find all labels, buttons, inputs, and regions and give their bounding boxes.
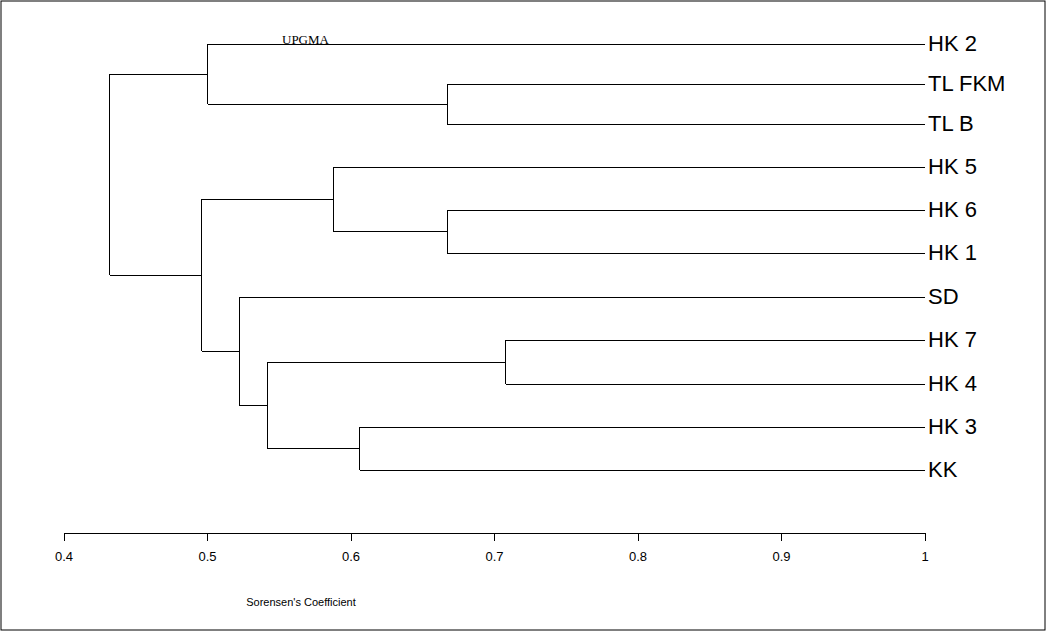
leaf-label: HK 4 (928, 373, 977, 395)
dendrogram-branch (334, 231, 447, 232)
dendrogram-branch (447, 84, 925, 85)
dendrogram-branch (202, 351, 239, 352)
tick-label: 0.9 (772, 550, 790, 563)
axis-tick (494, 533, 495, 541)
dendrogram-branch (110, 74, 208, 75)
dendrogram-branch (360, 470, 925, 471)
axis-title: Sorensen's Coefficient (246, 597, 356, 608)
leaf-label: SD (928, 286, 959, 308)
tick-label: 0.5 (198, 550, 216, 563)
leaf-label: TL FKM (928, 73, 1005, 95)
chart-title: UPGMA (282, 33, 329, 46)
dendrogram-branch (506, 340, 925, 341)
dendrogram-branch (334, 167, 925, 168)
axis-tick (64, 533, 65, 541)
axis-tick (781, 533, 782, 541)
tick-label: 0.8 (629, 550, 647, 563)
tick-label: 0.7 (485, 550, 503, 563)
dendrogram-branch (268, 448, 360, 449)
tick-label: 1 (921, 550, 928, 563)
dendrogram-branch (239, 405, 268, 406)
tick-label: 0.4 (55, 550, 73, 563)
axis-tick (638, 533, 639, 541)
dendrogram-branch (360, 427, 925, 428)
leaf-label: HK 3 (928, 416, 977, 438)
dendrogram-branch (110, 275, 202, 276)
leaf-label: TL B (928, 113, 974, 135)
dendrogram-branch (202, 199, 334, 200)
dendrogram-branch (447, 210, 925, 211)
leaf-label: HK 5 (928, 156, 977, 178)
leaf-label: HK 1 (928, 242, 977, 264)
dendrogram-branch (447, 124, 925, 125)
dendrogram-branch (208, 104, 448, 105)
dendrogram-branch (506, 384, 925, 385)
leaf-label: HK 2 (928, 33, 977, 55)
dendrogram-branch (447, 253, 925, 254)
dendrogram-branch (109, 74, 110, 275)
leaf-label: HK 7 (928, 329, 977, 351)
dendrogram-branch (268, 362, 506, 363)
leaf-label: HK 6 (928, 199, 977, 221)
dendrogram-branch (239, 297, 925, 298)
axis-tick (351, 533, 352, 541)
axis-tick (207, 533, 208, 541)
tick-label: 0.6 (342, 550, 360, 563)
leaf-label: KK (928, 459, 957, 481)
axis-tick (925, 533, 926, 541)
